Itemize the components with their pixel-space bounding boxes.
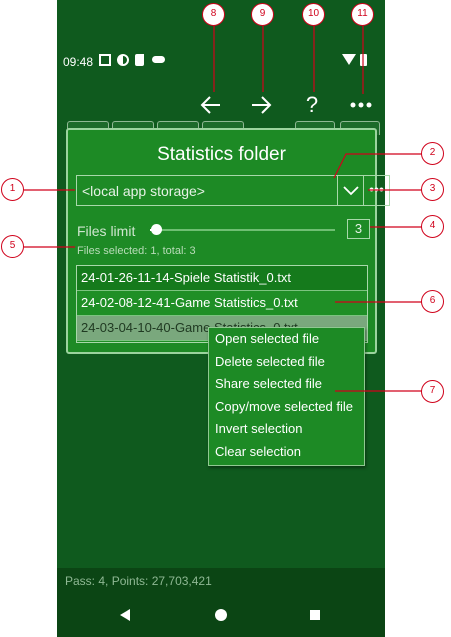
annotation-marker: 11 <box>351 3 374 26</box>
annotation-marker: 10 <box>302 3 325 26</box>
game-status: Pass: 4, Points: 27,703,421 <box>57 568 385 594</box>
file-context-menu: Open selected file Delete selected file … <box>208 327 365 466</box>
annotation-marker: 1 <box>1 178 24 201</box>
menu-item-open[interactable]: Open selected file <box>215 331 320 346</box>
status-bar: 09:48 <box>57 50 385 74</box>
files-limit-label: Files limit <box>77 223 136 239</box>
file-row[interactable]: 24-02-08-12-41-Game Statistics_0.txt <box>77 291 367 316</box>
help-icon: ? <box>305 92 319 117</box>
menu-item-share[interactable]: Share selected file <box>215 376 322 392</box>
annotation-marker: 8 <box>202 3 225 26</box>
battery-icon <box>360 54 367 66</box>
files-selected-status: Files selected: 1, total: 3 <box>77 245 196 257</box>
annotation-marker: 2 <box>421 142 444 165</box>
more-options-button[interactable] <box>344 88 378 122</box>
annotation-marker: 9 <box>251 3 274 26</box>
folder-dropdown-button[interactable] <box>337 176 363 205</box>
forward-button[interactable] <box>244 88 278 122</box>
nav-back-icon[interactable] <box>120 609 130 621</box>
folder-value: <local app storage> <box>82 183 205 199</box>
files-limit-slider[interactable] <box>150 229 335 231</box>
menu-item-invert-selection[interactable]: Invert selection <box>215 421 303 437</box>
file-row[interactable]: 24-01-26-11-14-Spiele Statistik_0.txt <box>77 266 367 291</box>
sd-card-icon <box>135 54 144 66</box>
wifi-icon <box>342 54 356 65</box>
annotation-marker: 6 <box>421 290 444 313</box>
arrow-right-icon <box>252 96 272 114</box>
annotation-marker: 5 <box>1 235 24 258</box>
menu-item-clear-selection[interactable]: Clear selection <box>215 443 301 459</box>
half-circle-icon <box>117 54 129 66</box>
arrow-left-icon <box>200 96 220 114</box>
folder-select[interactable]: <local app storage> ••• <box>76 175 390 206</box>
menu-item-delete[interactable]: Delete selected file <box>215 353 325 369</box>
statistics-folder-dialog: Statistics folder <local app storage> ••… <box>66 128 390 354</box>
dialog-title: Statistics folder <box>157 144 286 165</box>
annotation-marker: 4 <box>421 215 444 238</box>
menu-item-copy-move[interactable]: Copy/move selected file <box>215 398 354 414</box>
nav-recents-icon[interactable] <box>310 610 320 620</box>
status-time: 09:48 <box>63 55 94 69</box>
back-button[interactable] <box>194 88 228 122</box>
annotation-marker: 7 <box>421 380 444 403</box>
android-nav-bar <box>57 594 385 637</box>
cloud-icon <box>152 56 165 63</box>
a-icon <box>99 54 111 66</box>
annotation-marker: 3 <box>421 178 444 201</box>
chevron-down-icon <box>343 186 359 196</box>
files-limit-value[interactable]: 3 <box>347 219 370 239</box>
more-horizontal-icon <box>350 102 372 108</box>
browse-folder-button[interactable]: ••• <box>363 175 390 206</box>
slider-thumb[interactable] <box>151 224 162 235</box>
help-button[interactable]: ? <box>295 88 329 122</box>
nav-home-icon[interactable] <box>215 609 227 621</box>
